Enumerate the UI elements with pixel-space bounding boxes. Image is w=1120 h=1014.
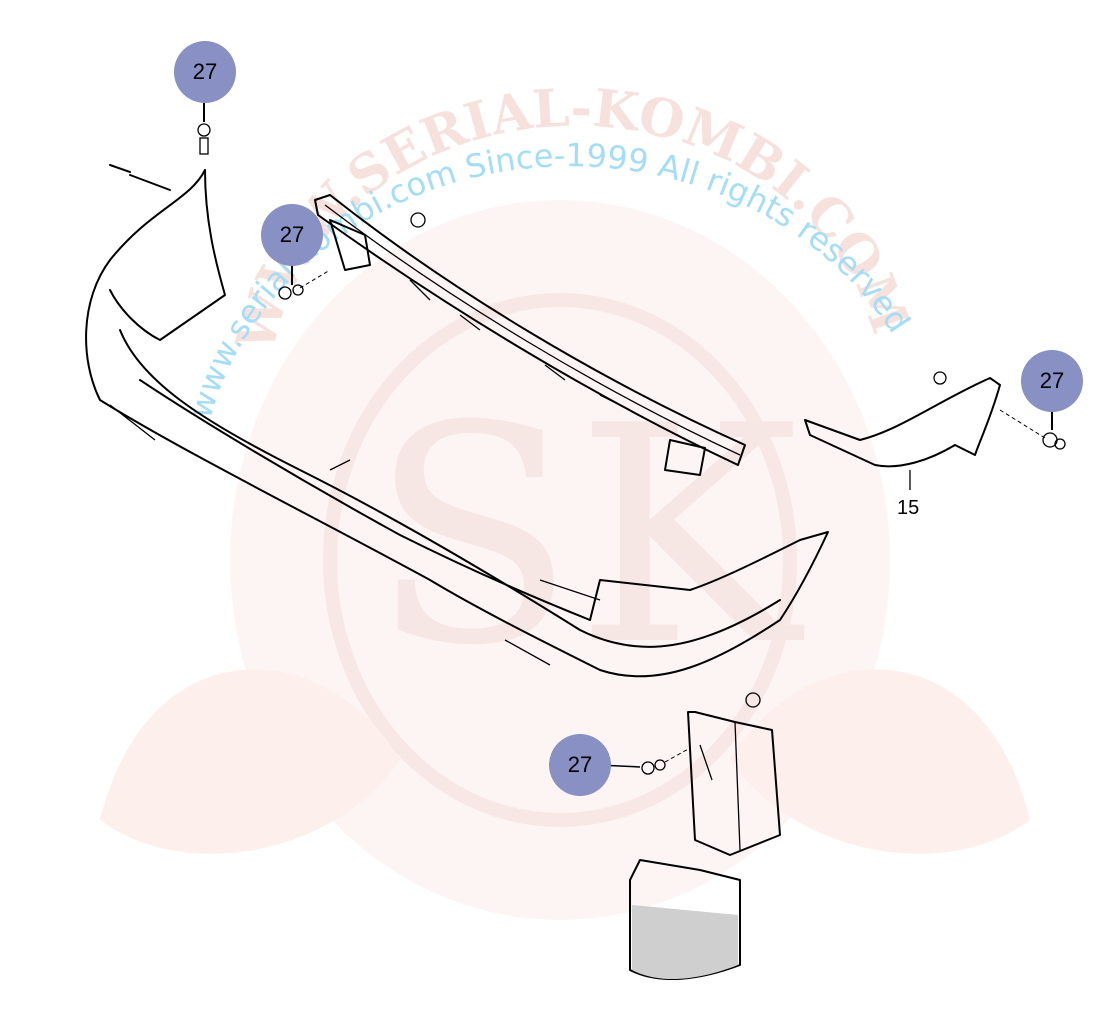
callout-27-top[interactable]: 27 xyxy=(174,41,236,103)
fasteners xyxy=(109,123,1066,775)
leader-lines xyxy=(203,103,1053,768)
bracket-15 xyxy=(804,371,1001,490)
watermark-logo: SK xyxy=(370,362,805,711)
label-15: 15 xyxy=(897,497,920,519)
lower-bracket xyxy=(687,692,781,856)
callout-27-lower[interactable]: 27 xyxy=(549,734,611,796)
rear-bumper xyxy=(85,169,829,678)
crossmember xyxy=(314,194,746,476)
callout-27-crossmember[interactable]: 27 xyxy=(261,204,323,266)
tail-light xyxy=(629,859,741,980)
callout-27-right[interactable]: 27 xyxy=(1021,350,1083,412)
